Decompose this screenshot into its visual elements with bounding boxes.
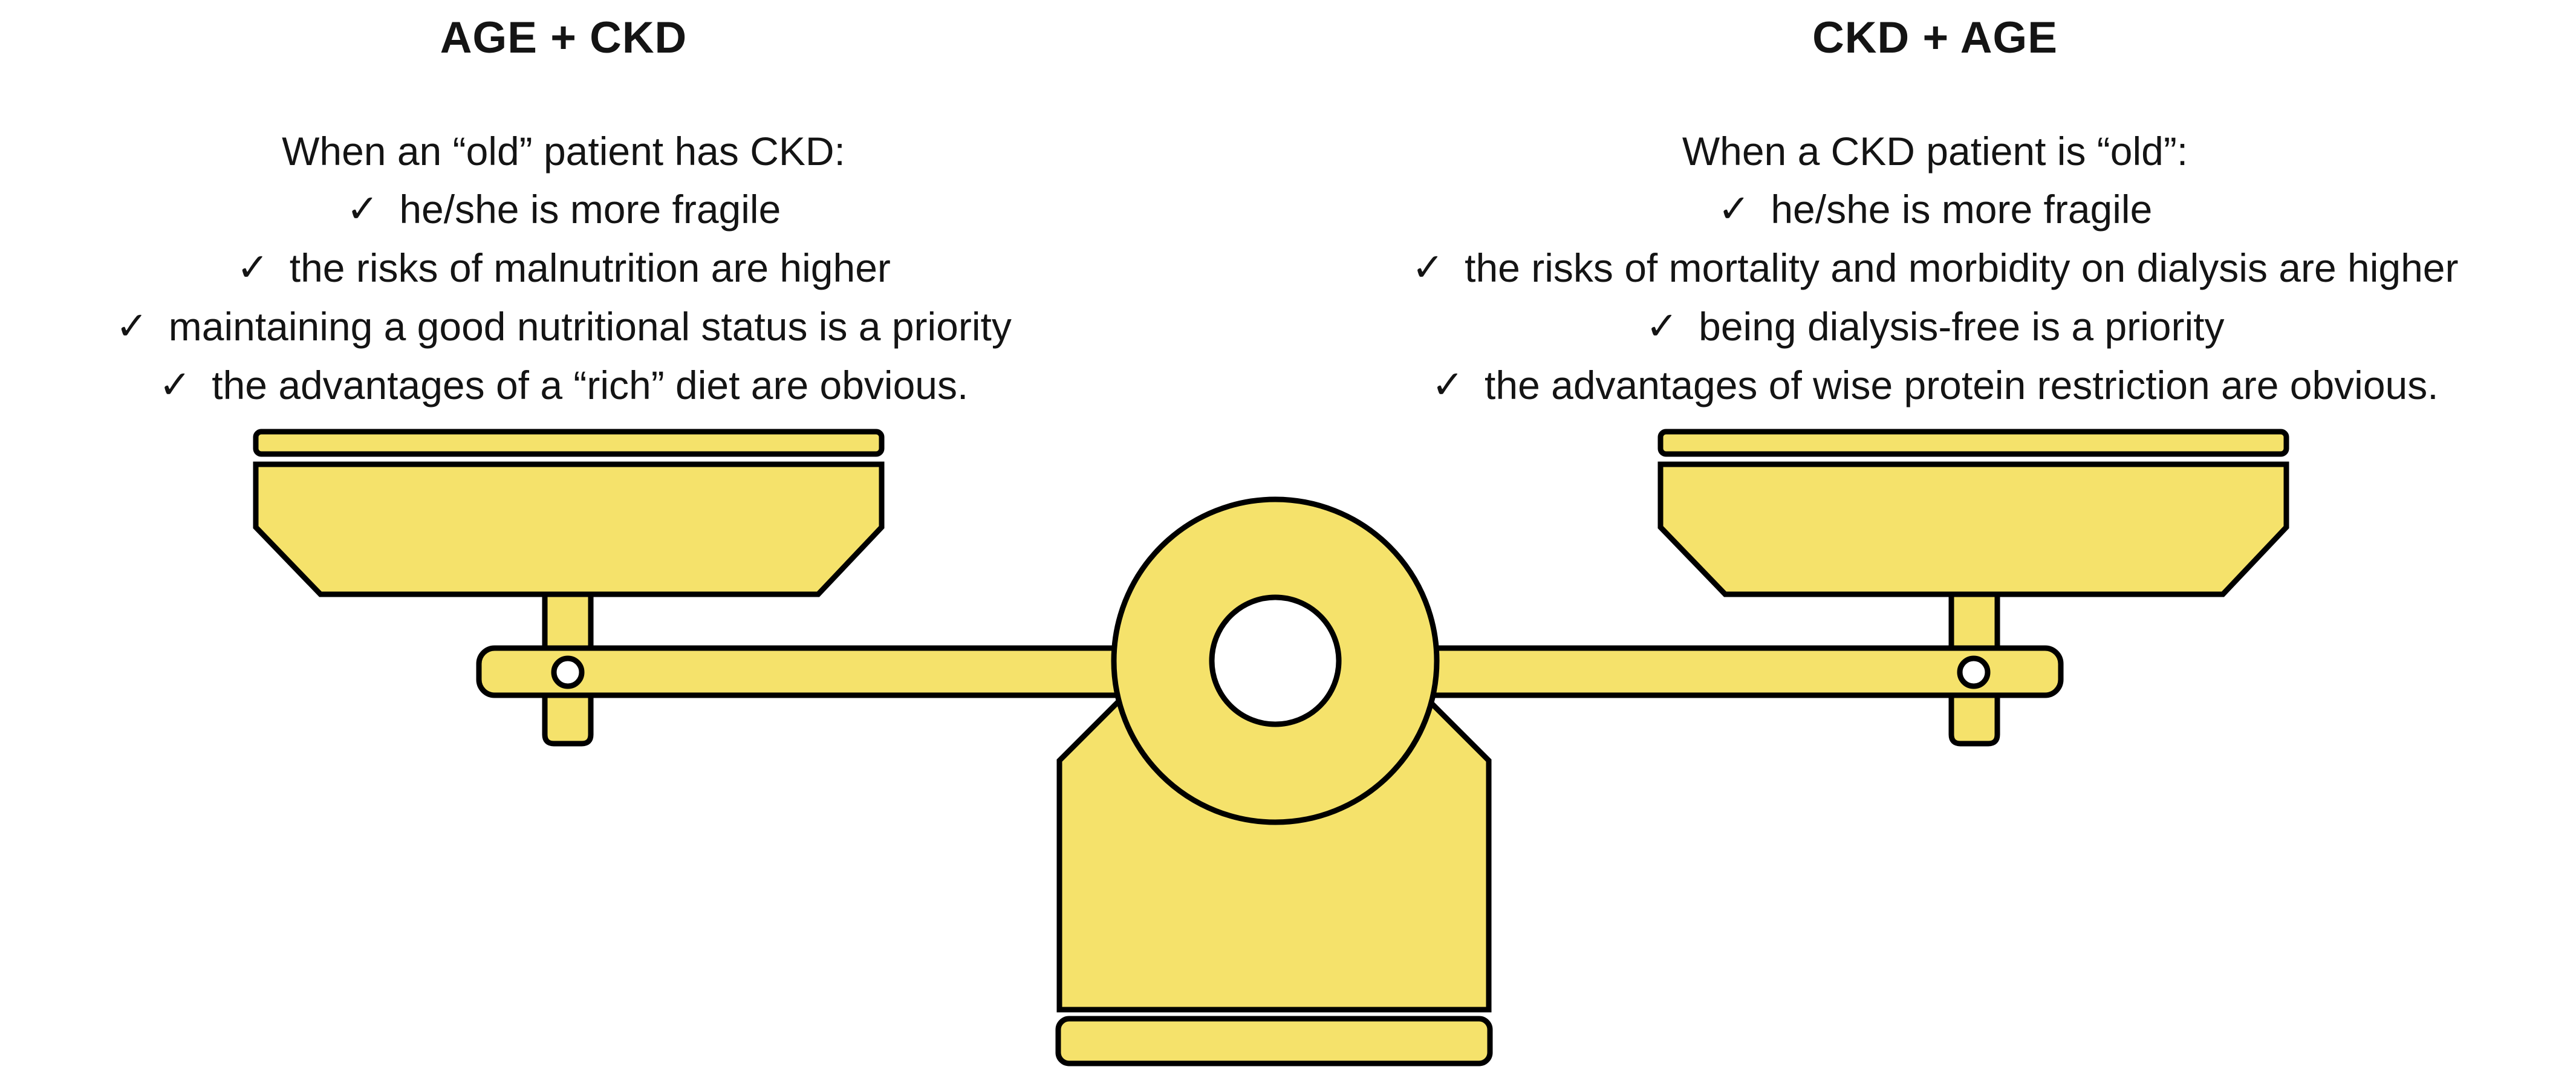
check-icon: ✓ [158, 363, 192, 406]
pivot-hub-hole [1209, 594, 1342, 727]
left-panel-list: When an “old” patient has CKD: ✓ he/she i… [0, 122, 1127, 415]
left-pan-rim [253, 429, 885, 457]
list-item: ✓ the risks of malnutrition are higher [0, 239, 1127, 297]
right-panel-list: When a CKD patient is “old”: ✓ he/she is … [1294, 122, 2576, 415]
list-item-text: the advantages of a “rich” diet are obvi… [212, 363, 969, 407]
list-item: ✓ maintaining a good nutritional status i… [0, 297, 1127, 356]
list-item: ✓ being dialysis-free is a priority [1294, 297, 2576, 356]
check-icon: ✓ [346, 187, 379, 230]
left-panel: AGE + CKD When an “old” patient has CKD:… [0, 0, 1127, 415]
left-panel-intro: When an “old” patient has CKD: [282, 129, 845, 174]
list-item-text: maintaining a good nutritional status is… [168, 304, 1012, 349]
right-pan-rim [1657, 429, 2289, 457]
check-icon: ✓ [115, 304, 148, 348]
left-beam-hole [551, 655, 585, 689]
list-item: ✓ the advantages of wise protein restrict… [1294, 356, 2576, 415]
list-item-text: the advantages of wise protein restricti… [1485, 363, 2439, 407]
left-pan-body [253, 461, 885, 597]
pedestal-base [1055, 1016, 1493, 1066]
check-icon: ✓ [1411, 245, 1445, 289]
check-icon: ✓ [1645, 304, 1679, 348]
check-icon: ✓ [1717, 187, 1751, 230]
list-item-text: he/she is more fragile [399, 187, 781, 232]
list-item-text: the risks of malnutrition are higher [289, 245, 891, 290]
list-item: ✓ the risks of mortality and morbidity on… [1294, 239, 2576, 297]
right-beam-hole [1957, 655, 1991, 689]
check-icon: ✓ [1431, 363, 1465, 406]
check-icon: ✓ [236, 245, 269, 289]
list-item-text: he/she is more fragile [1771, 187, 2153, 232]
right-panel: CKD + AGE When a CKD patient is “old”: ✓… [1294, 0, 2576, 415]
list-item: ✓ he/she is more fragile [0, 180, 1127, 239]
list-item-text: the risks of mortality and morbidity on … [1465, 245, 2459, 290]
list-item: ✓ he/she is more fragile [1294, 180, 2576, 239]
right-pan-body [1657, 461, 2289, 597]
right-panel-title: CKD + AGE [1812, 13, 2058, 62]
right-panel-intro: When a CKD patient is “old”: [1682, 129, 2188, 174]
list-item-text: being dialysis-free is a priority [1699, 304, 2225, 349]
left-panel-title: AGE + CKD [440, 13, 688, 62]
list-item: ✓ the advantages of a “rich” diet are obv… [0, 356, 1127, 415]
